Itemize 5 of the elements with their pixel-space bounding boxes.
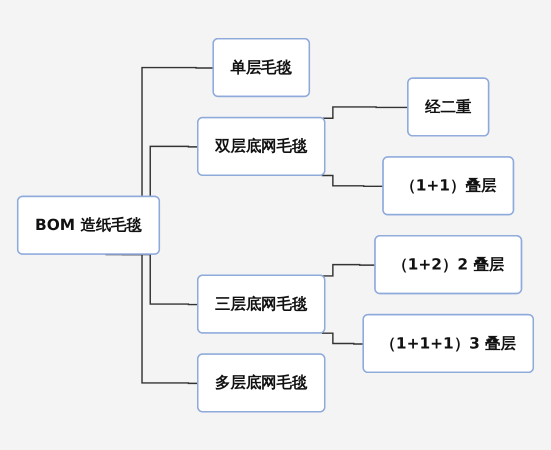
connector (322, 106, 408, 119)
connector (322, 174, 384, 187)
connector (322, 264, 376, 276)
connector (322, 332, 364, 344)
connector (105, 254, 198, 384)
